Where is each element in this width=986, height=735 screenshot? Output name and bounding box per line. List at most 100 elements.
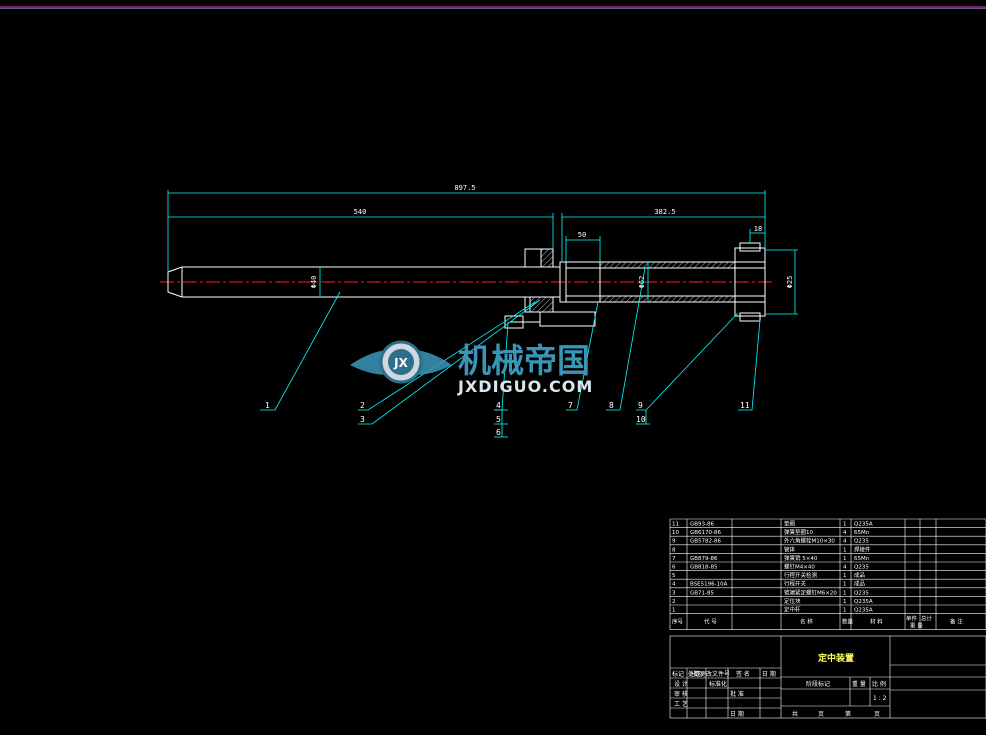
bom-row-name: 弹簧垫圈10 — [784, 528, 813, 536]
dim-overall: 897.5 — [454, 184, 475, 192]
bom-row-no: 10 — [672, 530, 679, 536]
tube-part — [559, 242, 766, 322]
bom-row-no: 1 — [672, 608, 676, 614]
bom-row-material: Q235 — [854, 539, 869, 545]
bom-row-code: GB6170-86 — [690, 530, 722, 536]
bom-row-material: 焊接件 — [854, 545, 871, 553]
bom-row-name: 行程开关 — [784, 580, 807, 588]
tb-scale: 比 例 — [872, 680, 886, 688]
bom-header-qty: 数量 — [842, 618, 854, 626]
tb-sheet-unit-2: 页 — [874, 711, 880, 718]
callout-labels: 1 2 3 4 5 6 7 8 9 10 11 — [265, 401, 750, 437]
callout-8: 8 — [609, 401, 614, 410]
dimensions — [167, 190, 798, 315]
tb-check: 审 核 — [674, 690, 688, 698]
bom-row-material: Q235 — [854, 565, 869, 571]
callout-9: 9 — [638, 401, 643, 410]
bom-row-no: 11 — [672, 522, 679, 528]
bom-row-material: Q235A — [854, 608, 873, 614]
bom-row-name: 定中杆 — [784, 606, 801, 614]
leader-lines — [260, 267, 761, 438]
bom-row-code: GB879-86 — [690, 556, 718, 562]
bom-row-material: Q235A — [854, 522, 873, 528]
bom-row-qty: 1 — [843, 582, 847, 588]
tb-scale-value: 1 : 2 — [873, 695, 887, 702]
dim-left: 540 — [354, 208, 367, 216]
bom-row-material: 65Mn — [854, 530, 870, 536]
callout-2: 2 — [360, 401, 365, 410]
bom-row-qty: 4 — [843, 565, 847, 571]
watermark-cn: 机械帝国 — [458, 341, 590, 380]
bom-header-material: 材 料 — [870, 618, 883, 626]
watermark-en: JXDIGUO.COM — [457, 377, 593, 396]
bom-row-qty: 1 — [843, 573, 847, 579]
callout-6: 6 — [496, 428, 501, 437]
tb-weight: 重 量 — [852, 680, 866, 688]
bom-row-material: Q235 — [854, 590, 869, 596]
bom-row-qty: 1 — [843, 547, 847, 553]
tb-stage: 阶段标记 — [806, 680, 830, 688]
bom-header-unit: 单件 — [906, 615, 918, 623]
bom-row-no: 4 — [672, 582, 676, 588]
callout-10: 10 — [636, 415, 646, 424]
tb-standard: 标准化 — [709, 680, 727, 688]
tb-date: 日 期 — [730, 710, 744, 718]
watermark-logo: JX 机械帝国 JXDIGUO.COM — [350, 340, 593, 396]
title-block-text: 定中装置 标记 处数 分区 更改文件号 签 名 日 期 设 计 标准化 审 核 … — [672, 652, 887, 718]
bom-row-material: Q235A — [854, 599, 873, 605]
bom-table-lines — [669, 518, 986, 630]
bom-row-no: 5 — [672, 573, 676, 579]
bom-row-material: 成品 — [854, 571, 866, 579]
bom-header-name: 名 称 — [800, 618, 813, 626]
rev-mark: 标记 — [672, 670, 684, 678]
bom-row-qty: 1 — [843, 556, 847, 562]
bom-row-name: 垫圈 — [784, 520, 796, 528]
callout-5: 5 — [496, 415, 501, 424]
bom-row-name: 锥端紧定螺钉M6×20 — [784, 588, 837, 596]
bom-header-no: 序号 — [672, 618, 684, 626]
tb-process: 工 艺 — [674, 700, 688, 708]
bom-row-code: GB71-85 — [690, 590, 715, 596]
bom-row-code: GB5782-86 — [690, 539, 722, 545]
bom-row-qty: 4 — [843, 539, 847, 545]
tb-design: 设 计 — [674, 680, 688, 688]
dim-shaft-dia: Φ40 — [310, 276, 318, 289]
tb-sheet-no: 第 — [845, 710, 851, 718]
tb-approve: 批 准 — [730, 690, 744, 698]
bom-row-qty: 4 — [843, 530, 847, 536]
bom-row-code: GB93-86 — [690, 522, 715, 528]
bom-header-remark: 备 注 — [950, 618, 963, 626]
bom-row-no: 6 — [672, 565, 676, 571]
tb-sheet-unit: 页 — [818, 711, 824, 718]
bom-row-name: 外六角螺栓M10×30 — [784, 537, 835, 545]
tb-sheets: 共 — [792, 710, 798, 718]
bom-row-code: GB818-85 — [690, 565, 718, 571]
rev-zone: 分区 — [690, 670, 702, 678]
callout-3: 3 — [360, 415, 365, 424]
bom-row-name: 弹簧销 5×40 — [784, 554, 818, 562]
bom-row-no: 2 — [672, 599, 676, 605]
switch-bracket — [504, 311, 596, 329]
drawing-title: 定中装置 — [817, 652, 854, 664]
rev-doc: 更改文件号 — [700, 670, 730, 678]
rev-date: 日 期 — [762, 670, 776, 678]
bom-row-name: 螺钉M4×40 — [784, 563, 815, 571]
bom-row-no: 8 — [672, 547, 676, 553]
bom-header-total: 总计 — [921, 615, 933, 623]
callout-4: 4 — [496, 401, 501, 410]
dim-18: 18 — [754, 225, 762, 233]
bom-row-no: 7 — [672, 556, 676, 562]
bom-row-material: 成品 — [854, 580, 866, 588]
bom-row-code: BSE5196-10A — [690, 582, 728, 588]
title-block — [669, 635, 986, 719]
rev-count: 处数 — [688, 670, 700, 678]
bom-row-qty: 1 — [843, 590, 847, 596]
bom-row-qty: 1 — [843, 599, 847, 605]
callout-7: 7 — [568, 401, 573, 410]
dim-end-dia: Φ25 — [786, 276, 794, 289]
dim-right: 382.5 — [654, 208, 675, 216]
callout-1: 1 — [265, 401, 270, 410]
bom-row-name: 管体 — [784, 545, 796, 553]
